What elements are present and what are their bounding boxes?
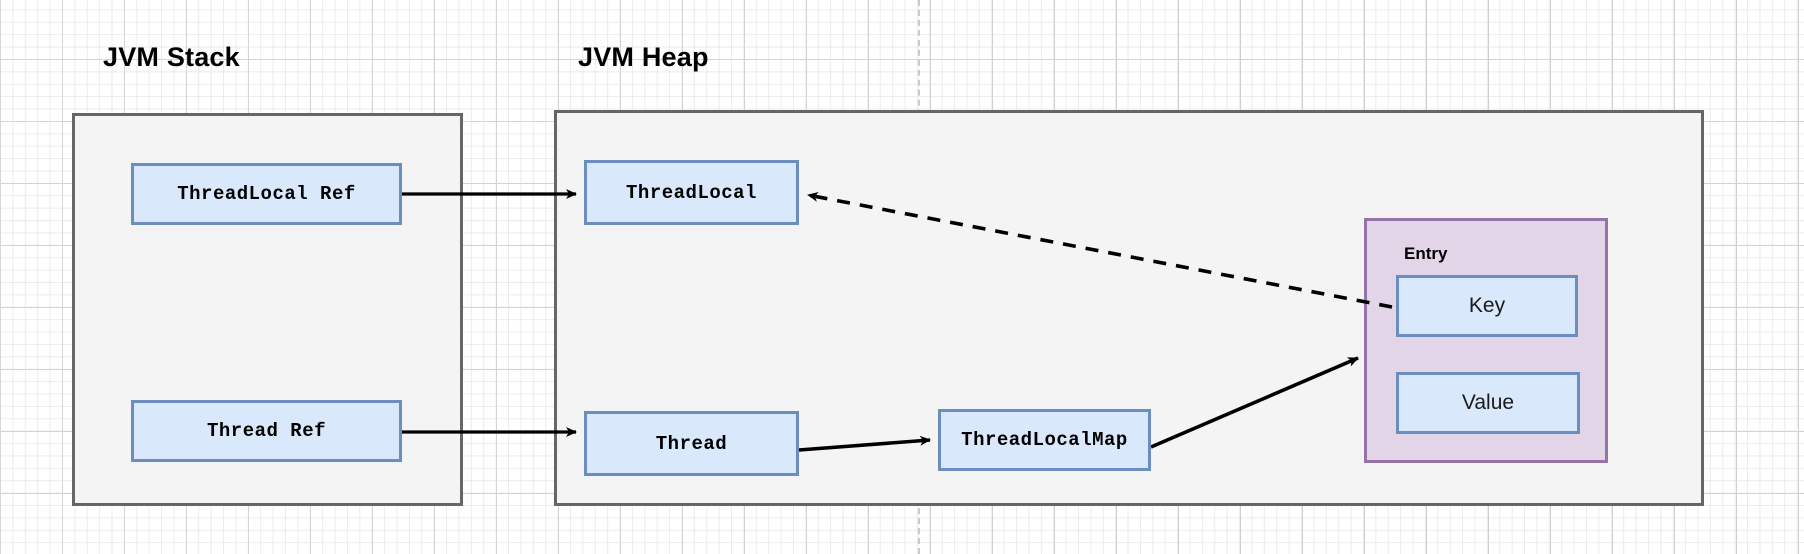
box-label: ThreadLocal Ref [177, 183, 356, 205]
box-label: Thread Ref [206, 420, 327, 442]
box-thread[interactable]: Thread [584, 411, 799, 476]
region-title-jvm-stack: JVM Stack [103, 42, 240, 72]
box-threadlocal-ref[interactable]: ThreadLocal Ref [131, 163, 402, 225]
box-label: ThreadLocal [626, 181, 757, 204]
region-title-jvm-heap: JVM Heap [578, 42, 709, 72]
box-thread-ref[interactable]: Thread Ref [131, 400, 402, 462]
box-label: Thread [655, 432, 728, 455]
box-threadlocal[interactable]: ThreadLocal [584, 160, 799, 225]
box-entry-value[interactable]: Value [1396, 372, 1580, 434]
box-entry-key[interactable]: Key [1396, 275, 1578, 337]
box-label: Value [1461, 391, 1515, 414]
box-threadlocalmap[interactable]: ThreadLocalMap [938, 409, 1151, 471]
box-label: Key [1468, 294, 1506, 317]
box-label: ThreadLocalMap [961, 429, 1128, 451]
entry-label: Entry [1404, 244, 1448, 263]
